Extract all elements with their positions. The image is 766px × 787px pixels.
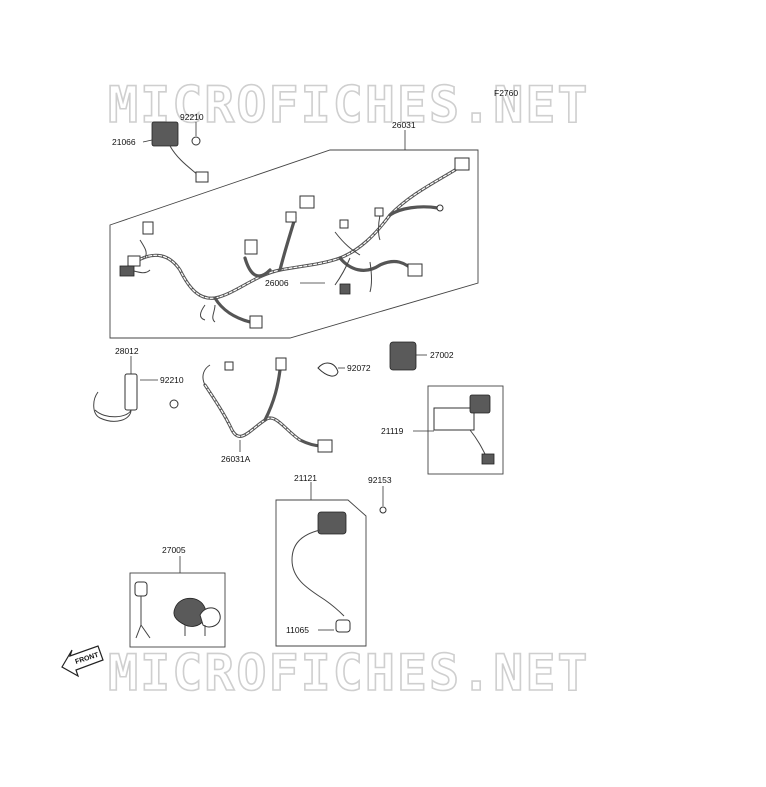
nut-icon [169, 399, 179, 409]
cdi-connector [469, 394, 491, 414]
connector [481, 453, 495, 465]
switch-group: 28012 92210 [93, 346, 184, 422]
watermark-bottom: MICROFICHES.NET [108, 644, 590, 702]
horn-group: 27005 [129, 545, 226, 648]
connector [374, 207, 384, 217]
connector [299, 195, 315, 209]
nut-icon [191, 136, 201, 146]
connector [285, 211, 297, 223]
connector [224, 361, 234, 371]
connector [317, 439, 333, 453]
switch-body [124, 373, 138, 411]
watermark-top: MICROFICHES.NET [108, 76, 590, 134]
label-26006: 26006 [265, 278, 289, 288]
main-harness-wires [129, 168, 457, 324]
connector [249, 315, 263, 329]
label-92153: 92153 [368, 475, 392, 485]
regulator-group: 21066 92210 [112, 112, 209, 183]
ignition-coil-group: 21121 11065 92153 [275, 473, 392, 647]
label-27005: 27005 [162, 545, 186, 555]
label-92210-top: 92210 [180, 112, 204, 122]
cdi-body [433, 407, 475, 431]
clamp-group: 92072 [317, 362, 371, 377]
label-92072: 92072 [347, 363, 371, 373]
label-26031: 26031 [392, 120, 416, 130]
front-arrow-icon: FRONT [61, 645, 104, 678]
label-27002: 27002 [430, 350, 454, 360]
horn-icon [199, 607, 221, 628]
relay-body [389, 341, 417, 371]
clamp-icon [317, 362, 339, 377]
label-92210-mid: 92210 [160, 375, 184, 385]
horn-icon [173, 597, 207, 627]
connector [339, 219, 349, 229]
horn-box [129, 572, 226, 648]
label-21119: 21119 [381, 426, 404, 436]
main-harness-box [109, 149, 479, 339]
connector [119, 265, 135, 277]
label-21066: 21066 [112, 137, 136, 147]
connector [244, 239, 258, 255]
cdi-box [427, 385, 504, 475]
connector [142, 221, 154, 235]
figure-code: F2760 [494, 88, 518, 98]
connector [195, 171, 209, 183]
label-21121: 21121 [294, 473, 317, 483]
connector [275, 357, 287, 371]
ignition-coil-box [275, 499, 367, 647]
label-28012: 28012 [115, 346, 139, 356]
label-26031A: 26031A [221, 454, 251, 464]
plug-cap-icon [335, 619, 351, 633]
connector [407, 263, 423, 277]
horn-switch-icon [134, 581, 148, 597]
connector [454, 157, 470, 171]
main-harness-group: 26031 [109, 120, 479, 339]
regulator-body [151, 121, 179, 147]
terminal [436, 204, 444, 212]
sub-harness-group: 26031A [202, 357, 333, 464]
relay-group: 27002 [389, 341, 454, 371]
connector [127, 255, 141, 267]
bolt-icon [379, 506, 387, 514]
label-11065: 11065 [286, 625, 309, 635]
cdi-group: 21119 [381, 385, 504, 475]
ignition-coil-body [317, 511, 347, 535]
connector [339, 283, 351, 295]
